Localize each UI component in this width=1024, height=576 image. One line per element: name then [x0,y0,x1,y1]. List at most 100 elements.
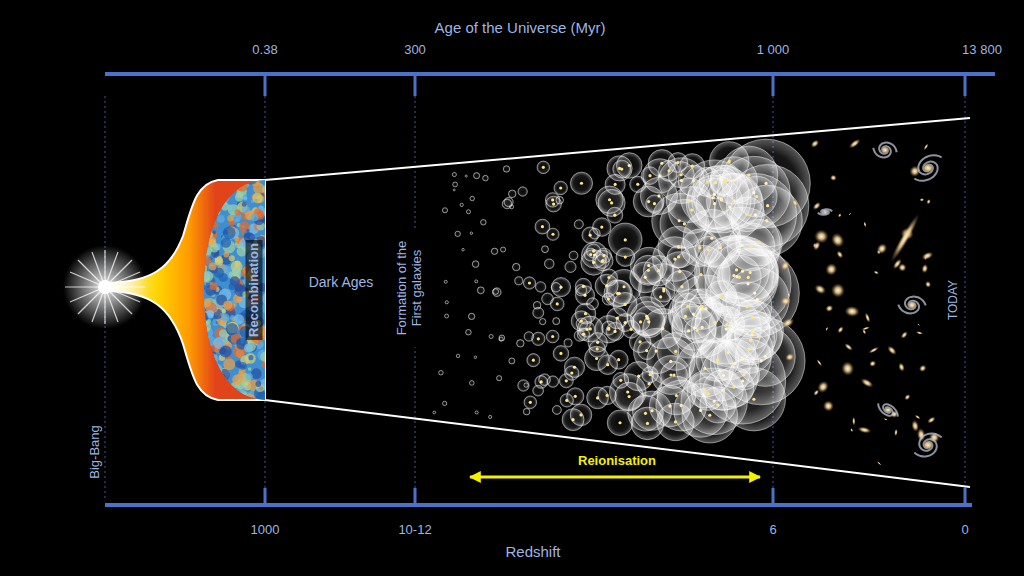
galaxy [886,344,898,356]
bubble [564,339,572,347]
young-galaxy [675,394,678,397]
young-galaxy [630,328,633,331]
bubble-shell [527,354,540,367]
young-galaxy [551,198,554,201]
ray [92,252,118,322]
bubble [542,246,549,253]
cmb-blob [205,209,211,215]
spiral-arm [905,297,926,310]
bubble [602,293,614,305]
cmb-blob [210,364,214,368]
bubble [638,342,656,360]
bubble-shell [477,287,484,294]
young-galaxy [745,213,748,216]
bubble [512,263,519,270]
young-galaxy [628,395,631,398]
galaxy [873,270,880,275]
cmb-blob [228,181,232,185]
cmb-blob [219,193,230,204]
bubble-shell [651,287,671,307]
bubble-shell [442,208,447,213]
cmb-blob [217,374,226,383]
young-galaxy [647,269,650,272]
young-galaxy [601,260,604,263]
young-galaxy [695,329,698,332]
bubble-shell [547,228,559,240]
bubble-shell [547,376,558,387]
cmb-blob [236,218,239,221]
bubble [469,381,474,386]
cmb-blob [239,395,245,401]
bubble [470,232,472,234]
epoch-label: Big-Bang [88,425,103,478]
galaxy [857,425,872,434]
young-galaxy [674,350,677,353]
bubble [533,385,544,396]
bubble-shell [475,280,478,283]
bubble-shell [602,321,616,335]
bubble [468,313,474,319]
young-galaxy [528,281,531,284]
tick-label: 6 [769,523,776,538]
spiral-galaxy [898,297,925,314]
galaxy [835,249,844,259]
bubble-shell [638,342,656,360]
bubble-shell [465,175,467,177]
bubble-shell [535,282,545,292]
cmb-blob [198,200,209,211]
young-galaxy [613,214,616,217]
cmb-blob [217,215,225,223]
bubble-shell [524,383,528,387]
period-label: Reionisation [575,453,659,470]
bubble [453,182,458,187]
bubble-shell [524,396,537,409]
bubble [453,189,455,191]
galaxy [914,414,921,420]
bubble [576,318,588,330]
young-galaxy [624,238,627,241]
cmb-blob [246,229,250,233]
cmb-blob [251,213,259,221]
ray [78,260,132,314]
cmb-blob [199,341,211,353]
cmb-blob [260,387,263,390]
redshift-ticks [265,488,965,505]
tick-label: 0 [961,523,968,538]
galaxy [779,259,792,273]
bubble [613,372,629,388]
young-galaxy [687,199,690,202]
young-galaxy [691,165,694,168]
bubble-shell [503,166,509,172]
galaxy [917,323,921,326]
bubble-shell [462,248,465,251]
bubble-shell [470,196,475,201]
bubble-shell [598,386,616,404]
bubble [556,196,564,204]
young-galaxy [728,160,731,163]
bubble [569,251,578,260]
cmb-blob [201,399,208,406]
spiral-galaxy [878,403,898,416]
young-galaxy [677,255,680,258]
cmb-blobs [196,172,274,407]
bubble [613,160,631,178]
bubble-shell [589,228,600,239]
bubble-shell [546,330,559,343]
bubble-shell [439,370,444,375]
cmb-blob [199,318,206,325]
bubble [565,261,576,272]
bubble [554,181,567,194]
bubble [668,153,688,173]
cmb-blob [232,268,240,276]
galaxy [868,346,880,355]
bubble-shell [668,153,688,173]
bubble [547,376,558,387]
young-galaxy [639,320,642,323]
bubble [616,248,635,267]
galaxy-core [880,146,889,154]
cmb-map [196,172,274,407]
bubble [433,411,436,414]
cmb-blob [213,207,221,215]
tick [772,74,775,96]
bubble [598,386,616,404]
